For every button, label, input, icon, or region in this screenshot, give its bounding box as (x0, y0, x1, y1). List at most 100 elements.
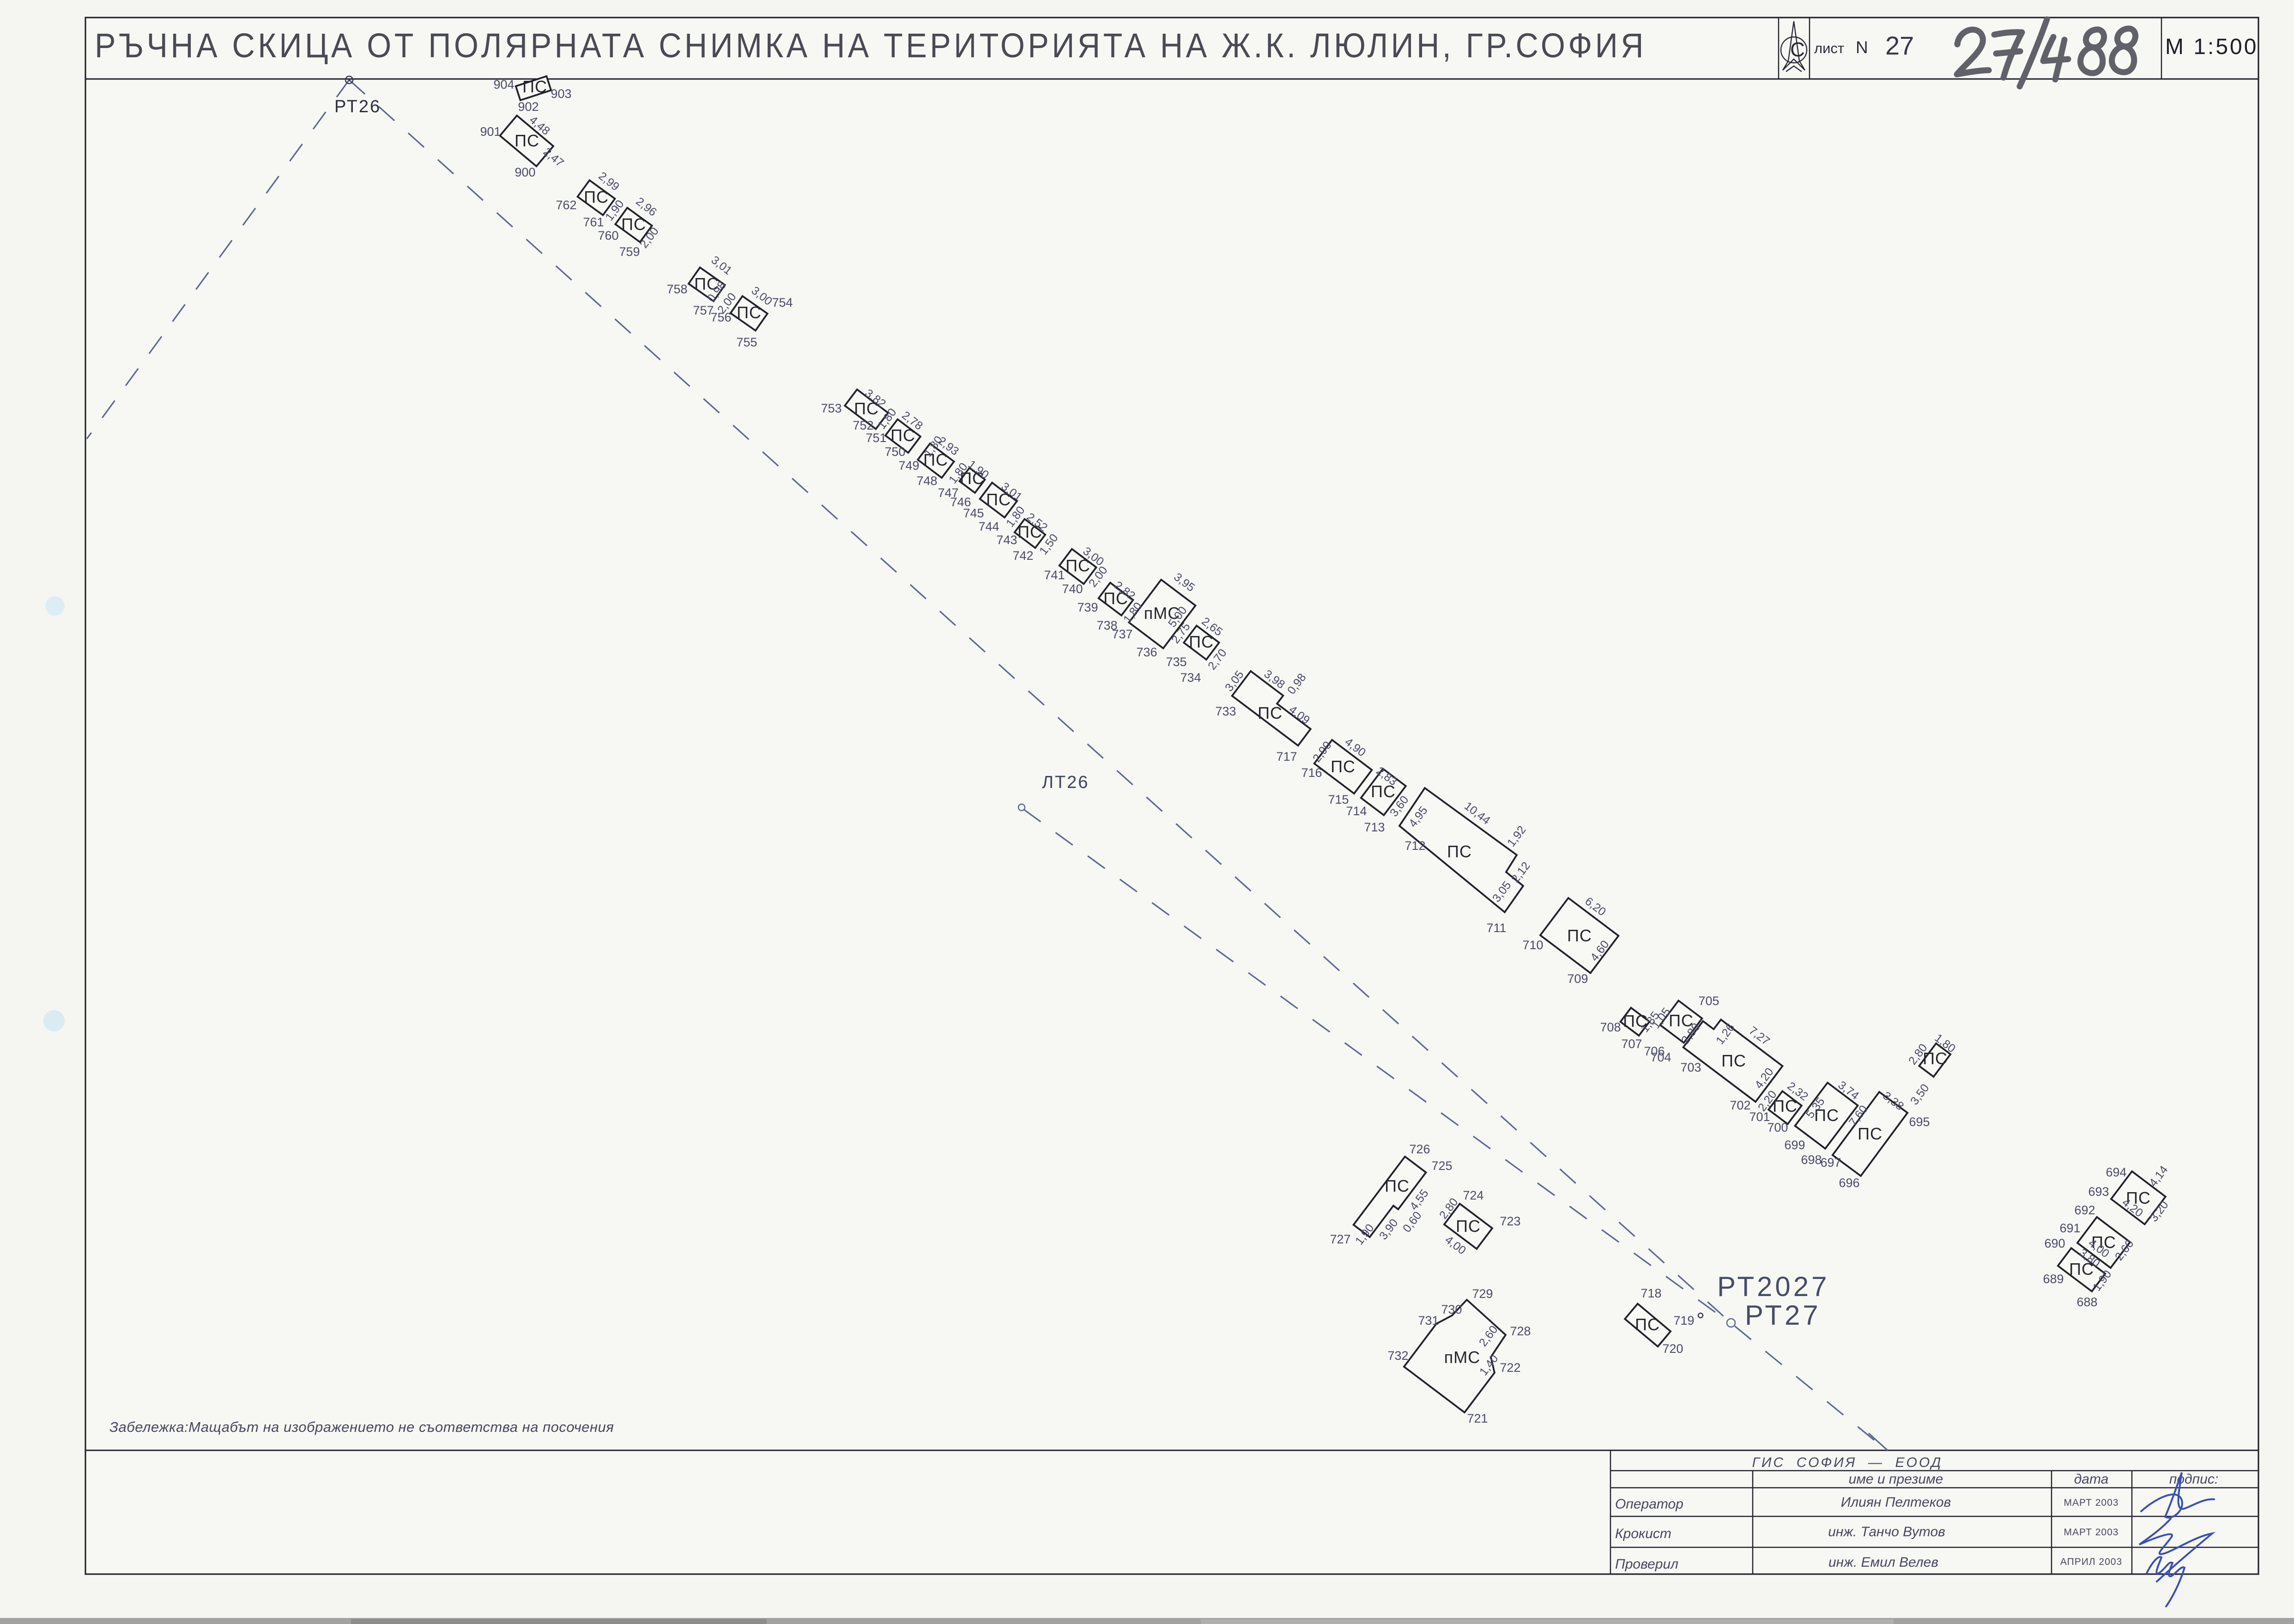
svg-text:688: 688 (2076, 1295, 2097, 1309)
svg-text:МАРТ 2003: МАРТ 2003 (2064, 1527, 2119, 1538)
svg-text:Проверил: Проверил (1615, 1557, 1678, 1572)
svg-text:ПС: ПС (1858, 1124, 1882, 1143)
svg-text:N: N (1856, 38, 1868, 57)
svg-text:727: 727 (1330, 1232, 1350, 1246)
svg-text:690: 690 (2044, 1236, 2065, 1250)
svg-text:АПРИЛ 2003: АПРИЛ 2003 (2060, 1557, 2122, 1567)
svg-text:726: 726 (1409, 1142, 1430, 1156)
svg-text:759: 759 (619, 245, 640, 259)
svg-text:ПС: ПС (986, 490, 1011, 509)
svg-text:ПС: ПС (890, 426, 915, 445)
svg-text:744: 744 (978, 520, 999, 533)
svg-text:ПС: ПС (522, 77, 547, 96)
svg-text:741: 741 (1044, 568, 1065, 582)
svg-text:755: 755 (736, 335, 757, 349)
svg-text:ПС: ПС (1103, 589, 1128, 608)
svg-text:Забележка:Мащабът на изображен: Забележка:Мащабът на изображението не съ… (109, 1419, 614, 1435)
svg-text:ПС: ПС (2126, 1188, 2151, 1207)
svg-text:751: 751 (866, 431, 886, 445)
svg-text:714: 714 (1346, 804, 1367, 818)
svg-text:745: 745 (963, 506, 984, 520)
svg-text:761: 761 (583, 215, 604, 229)
svg-text:718: 718 (1640, 1286, 1661, 1300)
svg-text:704: 704 (1650, 1050, 1671, 1064)
svg-text:ПС: ПС (1773, 1097, 1798, 1115)
svg-text:748: 748 (916, 474, 937, 488)
svg-text:ПС: ПС (737, 303, 762, 322)
svg-text:ПС: ПС (1447, 842, 1472, 861)
svg-text:737: 737 (1112, 627, 1132, 641)
svg-text:901: 901 (480, 125, 501, 139)
svg-text:ПС: ПС (694, 274, 719, 293)
svg-text:име и презиме: име и презиме (1849, 1472, 1943, 1487)
svg-text:Оператор: Оператор (1615, 1497, 1683, 1512)
svg-text:697: 697 (1820, 1156, 1841, 1170)
svg-text:ПС: ПС (514, 131, 539, 150)
svg-text:713: 713 (1364, 820, 1385, 834)
svg-text:ПС: ПС (854, 399, 879, 418)
svg-text:742: 742 (1012, 549, 1033, 563)
svg-text:M 1:500: M 1:500 (2165, 35, 2258, 59)
svg-text:730: 730 (1441, 1303, 1462, 1316)
svg-text:ПС: ПС (1623, 1012, 1648, 1030)
svg-text:710: 710 (1522, 938, 1543, 952)
svg-text:пМС: пМС (1144, 604, 1180, 623)
svg-text:МАРТ 2003: МАРТ 2003 (2064, 1497, 2119, 1508)
svg-text:753: 753 (821, 401, 841, 415)
svg-text:903: 903 (551, 87, 571, 101)
svg-text:ПС: ПС (1721, 1051, 1746, 1070)
svg-text:729: 729 (1472, 1287, 1493, 1301)
svg-text:ПС: ПС (1456, 1217, 1481, 1236)
svg-text:724: 724 (1463, 1188, 1483, 1202)
svg-text:723: 723 (1500, 1214, 1520, 1228)
svg-text:ПС: ПС (1814, 1106, 1839, 1125)
svg-text:716: 716 (1301, 766, 1322, 780)
svg-text:740: 740 (1062, 582, 1083, 596)
svg-text:708: 708 (1600, 1020, 1621, 1034)
svg-text:27: 27 (1885, 31, 1914, 60)
svg-text:757: 757 (693, 303, 714, 317)
svg-text:695: 695 (1909, 1115, 1930, 1129)
svg-text:691: 691 (2059, 1221, 2080, 1235)
svg-text:749: 749 (898, 459, 919, 473)
svg-text:728: 728 (1510, 1324, 1531, 1338)
svg-text:734: 734 (1180, 671, 1201, 685)
svg-text:698: 698 (1801, 1153, 1822, 1167)
svg-text:717: 717 (1276, 750, 1297, 764)
svg-text:ПС: ПС (960, 469, 985, 488)
svg-text:760: 760 (598, 229, 618, 242)
svg-text:705: 705 (1698, 994, 1719, 1008)
svg-text:ГИС СОФИЯ — ЕООД: ГИС СОФИЯ — ЕООД (1752, 1455, 1943, 1470)
svg-text:694: 694 (2106, 1165, 2126, 1179)
svg-text:696: 696 (1839, 1176, 1859, 1190)
svg-text:700: 700 (1767, 1121, 1788, 1134)
svg-text:715: 715 (1328, 793, 1349, 806)
svg-text:754: 754 (772, 296, 793, 309)
svg-text:750: 750 (884, 445, 905, 459)
svg-text:РТ26: РТ26 (334, 97, 381, 116)
svg-text:ПС: ПС (1371, 782, 1396, 801)
svg-text:ПС: ПС (1331, 757, 1356, 776)
svg-text:720: 720 (1662, 1342, 1683, 1356)
svg-text:904: 904 (493, 78, 514, 91)
svg-text:ПС: ПС (621, 215, 646, 234)
svg-text:ПС: ПС (584, 188, 609, 206)
svg-text:701: 701 (1749, 1110, 1770, 1124)
svg-text:752: 752 (853, 418, 873, 432)
svg-text:721: 721 (1467, 1412, 1488, 1425)
svg-text:693: 693 (2088, 1185, 2109, 1199)
svg-text:689: 689 (2043, 1272, 2064, 1286)
svg-text:ПС: ПС (1385, 1176, 1410, 1195)
svg-text:747: 747 (938, 486, 958, 500)
svg-text:ПС: ПС (1635, 1315, 1660, 1334)
svg-text:Крокист: Крокист (1615, 1526, 1671, 1541)
svg-text:РТ2027: РТ2027 (1717, 1271, 1829, 1302)
svg-text:739: 739 (1077, 600, 1098, 614)
svg-text:703: 703 (1680, 1060, 1701, 1074)
svg-text:РЪЧНА СКИЦА ОТ ПОЛЯРНАТА СНИМК: РЪЧНА СКИЦА ОТ ПОЛЯРНАТА СНИМКА НА ТЕРИТ… (95, 26, 1646, 65)
svg-text:ЛТ26: ЛТ26 (1042, 773, 1089, 792)
svg-text:ПС: ПС (1017, 522, 1042, 541)
svg-text:743: 743 (996, 533, 1017, 547)
svg-text:702: 702 (1730, 1098, 1750, 1112)
svg-text:ПС: ПС (1189, 632, 1214, 651)
